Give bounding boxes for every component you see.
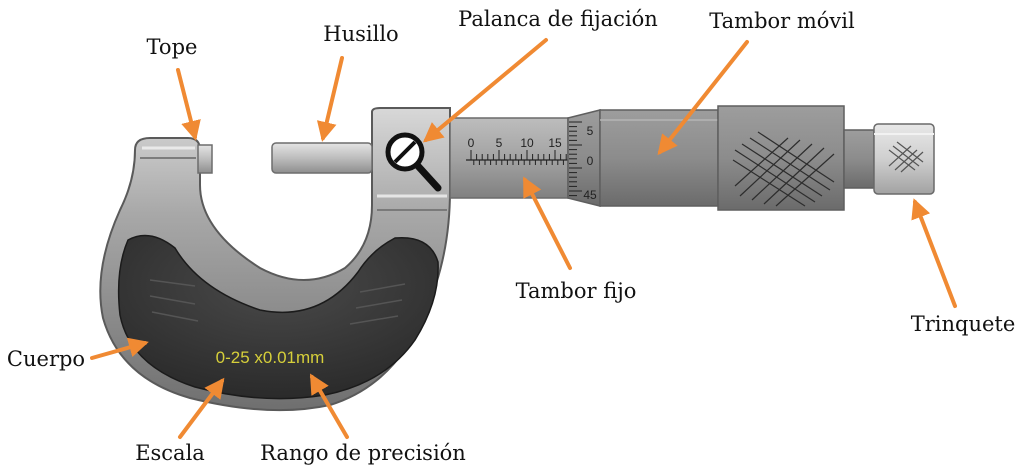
thimble-ticks (569, 121, 582, 197)
knurl-pattern (732, 131, 835, 207)
arrows (90, 38, 957, 439)
arrow-tope (176, 68, 201, 141)
label-palanca: Palanca de fijación (458, 7, 658, 31)
arrow-cuerpo (90, 337, 149, 360)
label-trinquete: Trinquete (911, 312, 1016, 336)
thimble: 5 0 45 (567, 105, 845, 211)
arrow-escala (178, 377, 225, 439)
sleeve-ticks (470, 150, 567, 165)
arrow-tambor-movil (657, 40, 749, 156)
label-tambor-movil: Tambor móvil (709, 9, 855, 33)
thimble-num-45: 45 (583, 188, 597, 202)
frame: 0-25 x0.01mm (99, 107, 451, 412)
label-husillo: Husillo (323, 22, 398, 46)
label-tambor-fijo: Tambor fijo (516, 279, 637, 303)
lock-lever (385, 132, 442, 192)
labels: Tope Husillo Palanca de fijación Tambor … (7, 7, 1015, 465)
arrow-rango (309, 373, 349, 439)
label-cuerpo: Cuerpo (7, 347, 85, 371)
arrow-palanca (422, 38, 548, 143)
spindle (271, 142, 373, 174)
ratchet (843, 123, 935, 195)
arrow-trinquete (911, 198, 957, 308)
label-rango: Rango de precisión (260, 441, 466, 465)
label-escala: Escala (135, 441, 205, 465)
body-marking: 0-25 x0.01mm (216, 348, 325, 367)
thimble-num-0: 0 (587, 154, 594, 168)
thimble-num-5: 5 (587, 124, 594, 138)
arrow-tambor-fijo (523, 176, 572, 270)
sleeve-num-0: 0 (468, 136, 475, 150)
label-tope: Tope (147, 35, 198, 59)
sleeve-num-10: 10 (520, 136, 534, 150)
sleeve-num-15: 15 (548, 136, 562, 150)
sleeve-num-5: 5 (496, 136, 503, 150)
sleeve: 0 5 10 15 (449, 117, 569, 199)
arrow-husillo (316, 56, 344, 142)
anvil (197, 144, 213, 174)
